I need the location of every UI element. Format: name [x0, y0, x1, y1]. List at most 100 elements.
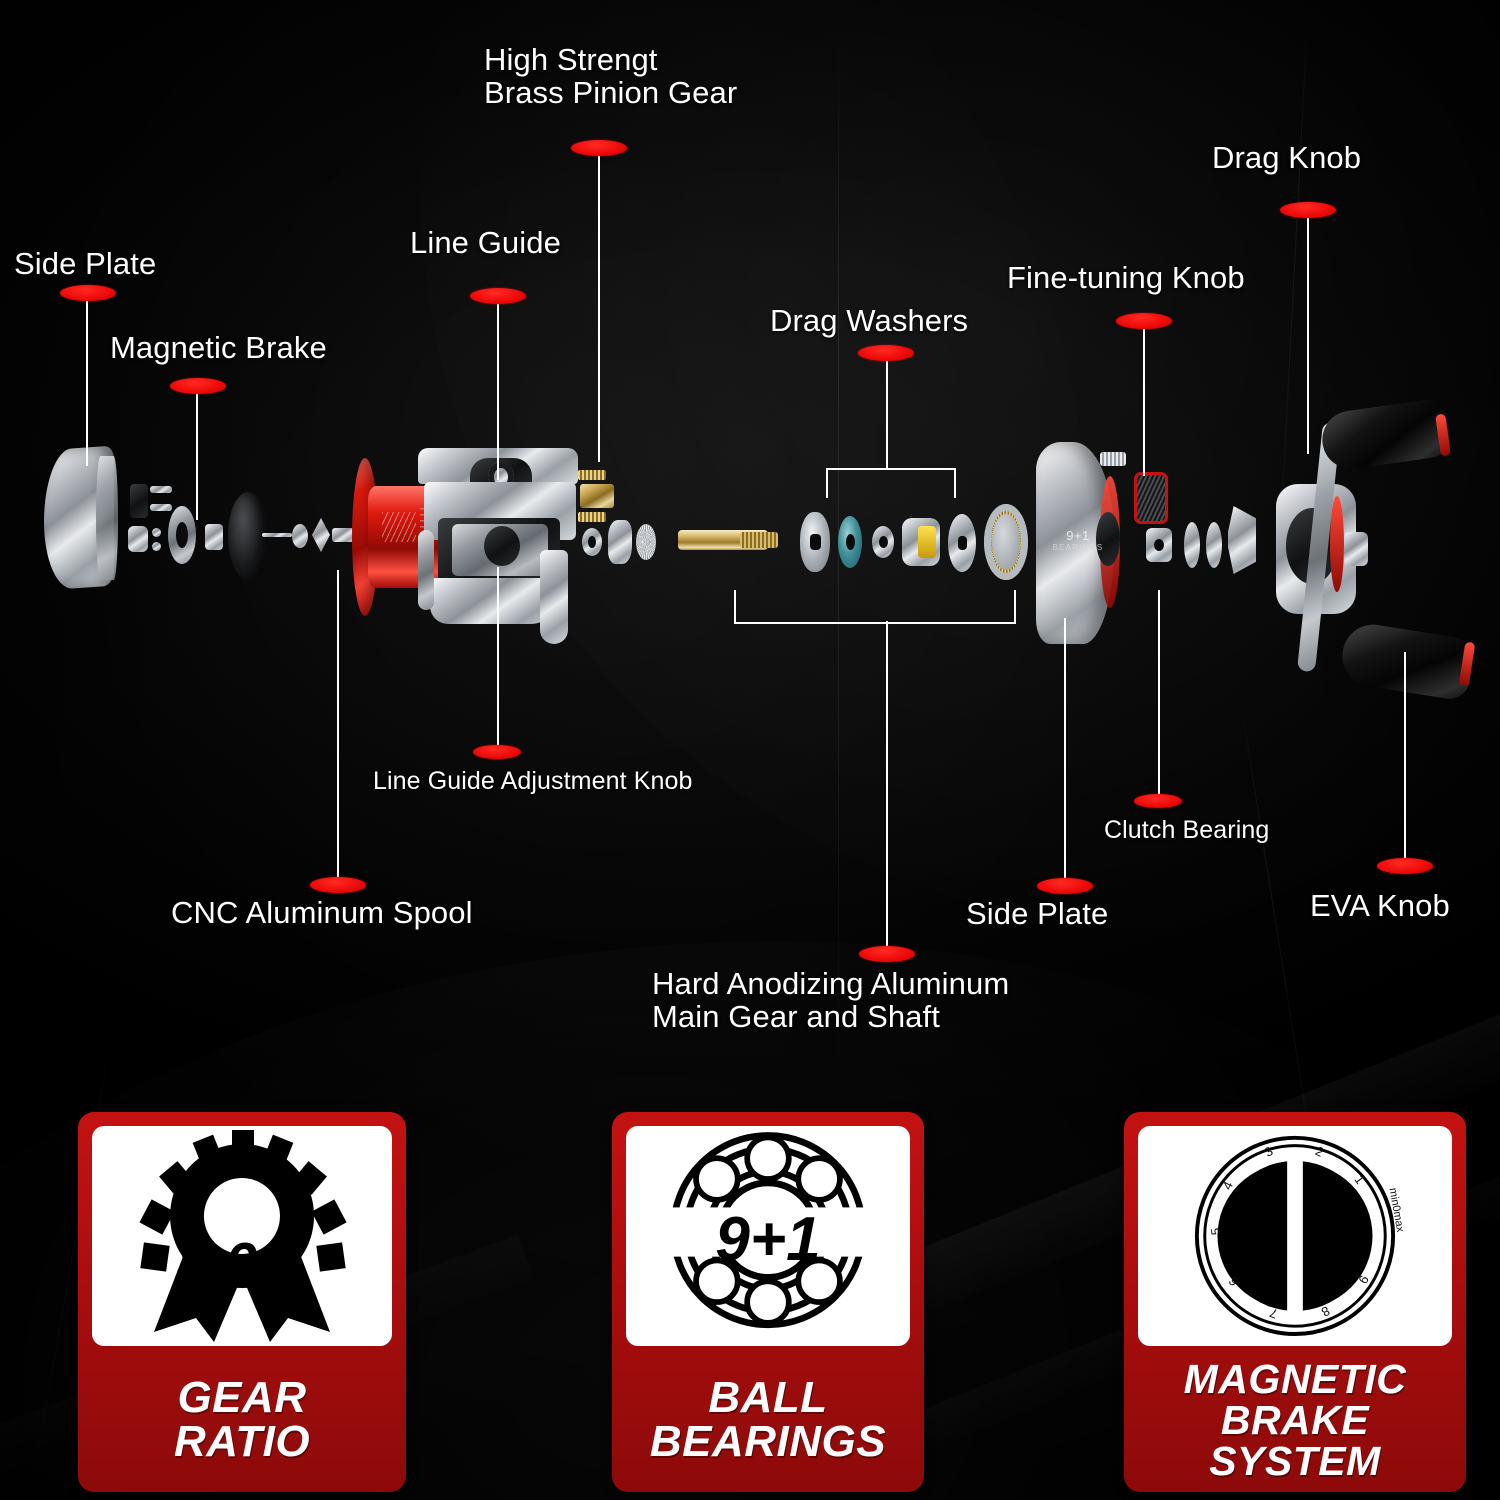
part-right-side-plate-hub [1096, 512, 1120, 566]
leader-side-plate-right [1064, 618, 1066, 883]
marker-dot-side-plate-right [1037, 878, 1093, 894]
marker-dot-line-guide [470, 288, 526, 304]
marker-dot-eva-knob [1377, 858, 1433, 874]
part-brass-pinion-gear [580, 484, 614, 508]
callout-label-side-plate-right: Side Plate [966, 896, 1109, 931]
marker-dot-line-guide-adj-knob [473, 745, 521, 759]
badge-ball-bearings-panel: 9+1 [626, 1126, 910, 1346]
part-pinion-spring-top [578, 470, 606, 480]
part-marking-bearings-word: BEARINGS [1052, 543, 1104, 552]
part-main-gear-face [992, 514, 1020, 570]
part-spool-shaft-left [332, 528, 354, 542]
part-drag-knob-red-ring [1330, 496, 1344, 592]
leader-side-plate-left [86, 296, 88, 466]
badge-ball-bearings-value: 9+1 [715, 1205, 821, 1274]
part-fine-tuning-screw [1100, 452, 1126, 466]
marker-dot-drag-washers [858, 345, 914, 361]
marker-dot-magnetic-brake [170, 378, 226, 394]
part-brake-screw-1 [150, 486, 172, 493]
part-bearing-left [292, 524, 308, 548]
callout-label-eva-knob: EVA Knob [1310, 888, 1450, 923]
part-main-gear-yellow-core [918, 526, 936, 558]
badge-magnetic-brake-panel: 3 2 1 min0max 9 8 7 6 5 4 [1138, 1126, 1452, 1346]
part-eva-knob-upper [1318, 397, 1452, 473]
leader-fine-tuning-knob [1143, 326, 1145, 476]
part-left-side-plate-edge [96, 456, 118, 580]
part-clutch-washer-a [1184, 522, 1200, 568]
exploded-reel-illustration: 9+1 BEARINGS [0, 397, 1500, 730]
part-frame-center-hub [484, 526, 520, 566]
callout-label-drag-washers: Drag Washers [770, 303, 969, 338]
leader-magnetic-brake [196, 390, 198, 520]
badge-gear-ratio[interactable]: 8.0:1 GEAR RATIO [78, 1112, 406, 1492]
part-clutch-lever [1228, 506, 1256, 574]
part-handle-nut [1344, 532, 1368, 566]
callout-label-main-gear-shaft: Hard Anodizing Aluminum Main Gear and Sh… [652, 966, 1010, 1034]
part-frame-strut [540, 550, 568, 644]
marker-dot-brass-pinion-gear [571, 140, 627, 156]
part-fine-tuning-knob [1134, 472, 1168, 524]
bracket-main-gear-shaft [734, 590, 1016, 624]
callout-label-line-guide-adj-knob: Line Guide Adjustment Knob [373, 767, 693, 795]
part-brake-block [130, 484, 148, 518]
part-brake-ring [168, 506, 196, 564]
leader-drag-washers [886, 358, 888, 468]
part-brake-shaft-pin [262, 533, 292, 537]
badge-gear-ratio-value: 8.0:1 [176, 1231, 309, 1298]
part-clutch-bearing [1146, 528, 1172, 562]
badge-magnetic-brake-caption: MAGNETIC BRAKE SYSTEM [1132, 1356, 1458, 1484]
leader-clutch-bearing [1158, 590, 1160, 798]
part-drag-plate [948, 514, 976, 572]
marker-dot-clutch-bearing [1134, 794, 1182, 808]
part-brake-washer-small-2 [152, 542, 161, 551]
part-pinion-spring-bottom [578, 512, 606, 522]
leader-main-gear-shaft [886, 621, 888, 951]
badge-ball-bearings[interactable]: 9+1 BALL BEARINGS [612, 1112, 924, 1492]
badge-magnetic-brake-system[interactable]: 3 2 1 min0max 9 8 7 6 5 4 MAGNETIC BRAKE… [1124, 1112, 1466, 1492]
part-eva-knob-lower [1337, 620, 1477, 702]
callout-label-brass-pinion-gear: High Strengt Brass Pinion Gear [484, 42, 738, 110]
callout-label-cnc-aluminum-spool: CNC Aluminum Spool [171, 895, 473, 930]
badge-gear-ratio-caption: GEAR RATIO [86, 1356, 398, 1484]
marker-dot-side-plate-left [60, 285, 116, 301]
part-clutch-washer [582, 528, 602, 556]
feature-badges: 8.0:1 GEAR RATIO [0, 1108, 1500, 1500]
marker-dot-cnc-aluminum-spool [310, 877, 366, 893]
part-brake-washer-small-1 [152, 528, 161, 537]
part-spool-logo [382, 512, 416, 542]
badge-ball-bearings-caption-line1: BALL [708, 1373, 828, 1422]
badge-magnetic-brake-caption-line1: MAGNETIC [1183, 1355, 1407, 1402]
gear-ribbon-icon [139, 1130, 347, 1342]
part-brake-clip [312, 518, 330, 552]
part-drag-star-washer [800, 512, 830, 572]
marker-dot-fine-tuning-knob [1116, 313, 1172, 329]
part-clutch-cam [608, 520, 632, 564]
callout-label-line-guide: Line Guide [410, 225, 561, 260]
part-frame-left-edge [418, 530, 434, 610]
ball-bearing-icon [626, 1132, 910, 1329]
bracket-drag-washers [826, 468, 956, 498]
part-reel-foot [430, 578, 560, 624]
brake-dial-icon [1194, 1135, 1396, 1336]
part-knurled-washer [636, 524, 656, 560]
part-drag-washer-carbon [838, 516, 862, 568]
callout-label-side-plate-left: Side Plate [14, 246, 157, 281]
leader-brass-pinion-gear [598, 152, 600, 462]
callout-label-magnetic-brake: Magnetic Brake [110, 330, 327, 365]
part-marking-bearings-count: 9+1 [1066, 528, 1090, 543]
leader-line-guide [497, 300, 499, 480]
leader-eva-knob [1404, 652, 1406, 860]
part-brake-nut [205, 524, 223, 550]
part-brake-screw-2 [150, 504, 172, 511]
marker-dot-drag-knob [1280, 202, 1336, 218]
badge-ball-bearings-caption: BALL BEARINGS [620, 1356, 916, 1484]
marker-dot-main-gear-shaft [859, 946, 915, 962]
badge-gear-ratio-caption-line1: GEAR [177, 1373, 307, 1422]
part-magnetic-brake-disc [228, 492, 268, 580]
part-main-shaft-thread [740, 532, 778, 548]
callout-label-clutch-bearing: Clutch Bearing [1104, 816, 1270, 844]
badge-gear-ratio-panel: 8.0:1 [92, 1126, 392, 1346]
part-brake-spacer [128, 526, 148, 552]
leader-drag-knob [1307, 214, 1309, 454]
